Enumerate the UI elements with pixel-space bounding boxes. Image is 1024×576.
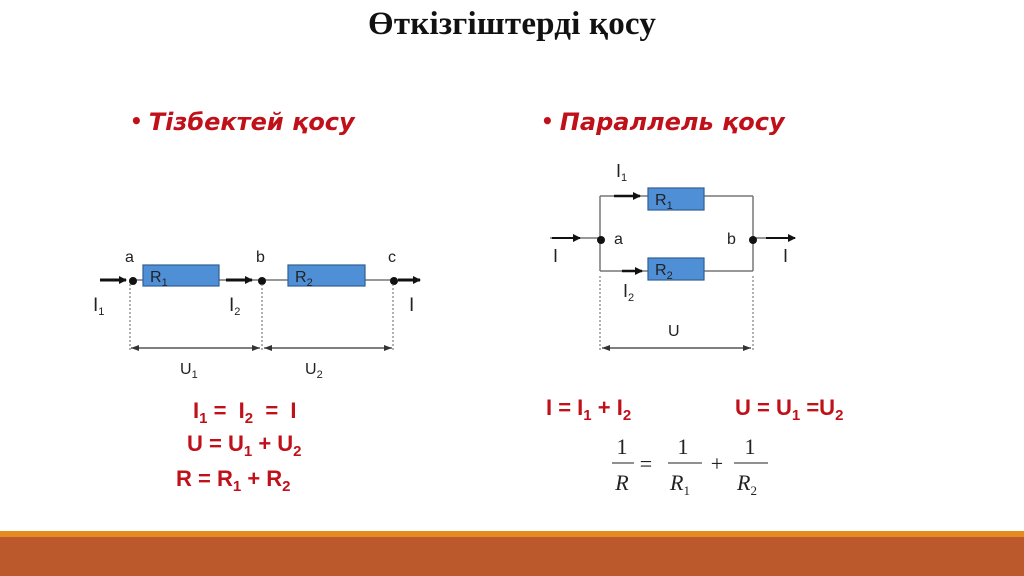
- node-a: [597, 236, 605, 244]
- current-label-i-in: I: [553, 246, 558, 266]
- current-label-i2: I2: [229, 295, 240, 318]
- voltage-label-u2: U2: [305, 361, 323, 381]
- resistor-r1: [142, 264, 220, 287]
- node-label-a: a: [125, 249, 134, 266]
- resistor-label-r2: R2: [295, 269, 313, 289]
- resistor-r1: [647, 187, 705, 211]
- svg-text:1: 1: [678, 434, 689, 459]
- bullet-icon: •: [130, 109, 143, 133]
- series-circuit: a b c R1 R2 I1 I2 I U1 U2: [93, 249, 421, 381]
- node-b: [258, 277, 266, 285]
- node-c: [390, 277, 398, 285]
- parallel-formula-current: I = I1 + I2: [546, 395, 632, 424]
- node-b: [749, 236, 757, 244]
- bullet-icon: •: [541, 109, 554, 133]
- node-a: [129, 277, 137, 285]
- node-label-c: c: [388, 249, 396, 266]
- svg-text:R: R: [614, 470, 629, 495]
- parallel-circuit: a b R1 R2 I1 I2 I I U: [550, 161, 796, 352]
- voltage-label-u: U: [668, 323, 680, 340]
- footer-stripe: [0, 531, 1024, 537]
- svg-text:R2: R2: [736, 470, 757, 498]
- series-heading: •Тізбектей қосу: [130, 108, 355, 136]
- series-formula-voltage: U = U1 + U2: [187, 431, 302, 460]
- series-formula-resistance: R = R1 + R2: [176, 466, 291, 495]
- resistor-label-r1: R1: [150, 269, 168, 289]
- current-label-i2: I2: [623, 281, 634, 304]
- resistor-r2: [647, 257, 705, 281]
- current-label-i-out: I: [783, 246, 788, 266]
- node-label-b: b: [256, 249, 265, 266]
- svg-text:R1: R1: [669, 470, 690, 498]
- svg-text:=: =: [640, 451, 652, 476]
- voltage-label-u1: U1: [180, 361, 198, 381]
- svg-text:1: 1: [745, 434, 756, 459]
- current-label-i1: I1: [616, 161, 627, 184]
- footer-band: [0, 537, 1024, 576]
- node-label-b: b: [727, 231, 736, 248]
- resistor-r2: [287, 264, 366, 287]
- resistor-label-r2: R2: [655, 262, 673, 282]
- current-label-i: I: [409, 295, 414, 316]
- svg-text:+: +: [711, 451, 723, 476]
- resistor-label-r1: R1: [655, 192, 673, 212]
- parallel-formula-voltage: U = U1 =U2: [735, 395, 844, 424]
- svg-text:1: 1: [617, 434, 628, 459]
- node-label-a: a: [614, 231, 623, 248]
- current-label-i1: I1: [93, 295, 104, 318]
- slide-title: Өткізгіштерді қосу: [367, 6, 657, 42]
- parallel-heading: •Параллель қосу: [541, 108, 785, 136]
- series-formula-current: I1 = I2 = I: [193, 398, 297, 427]
